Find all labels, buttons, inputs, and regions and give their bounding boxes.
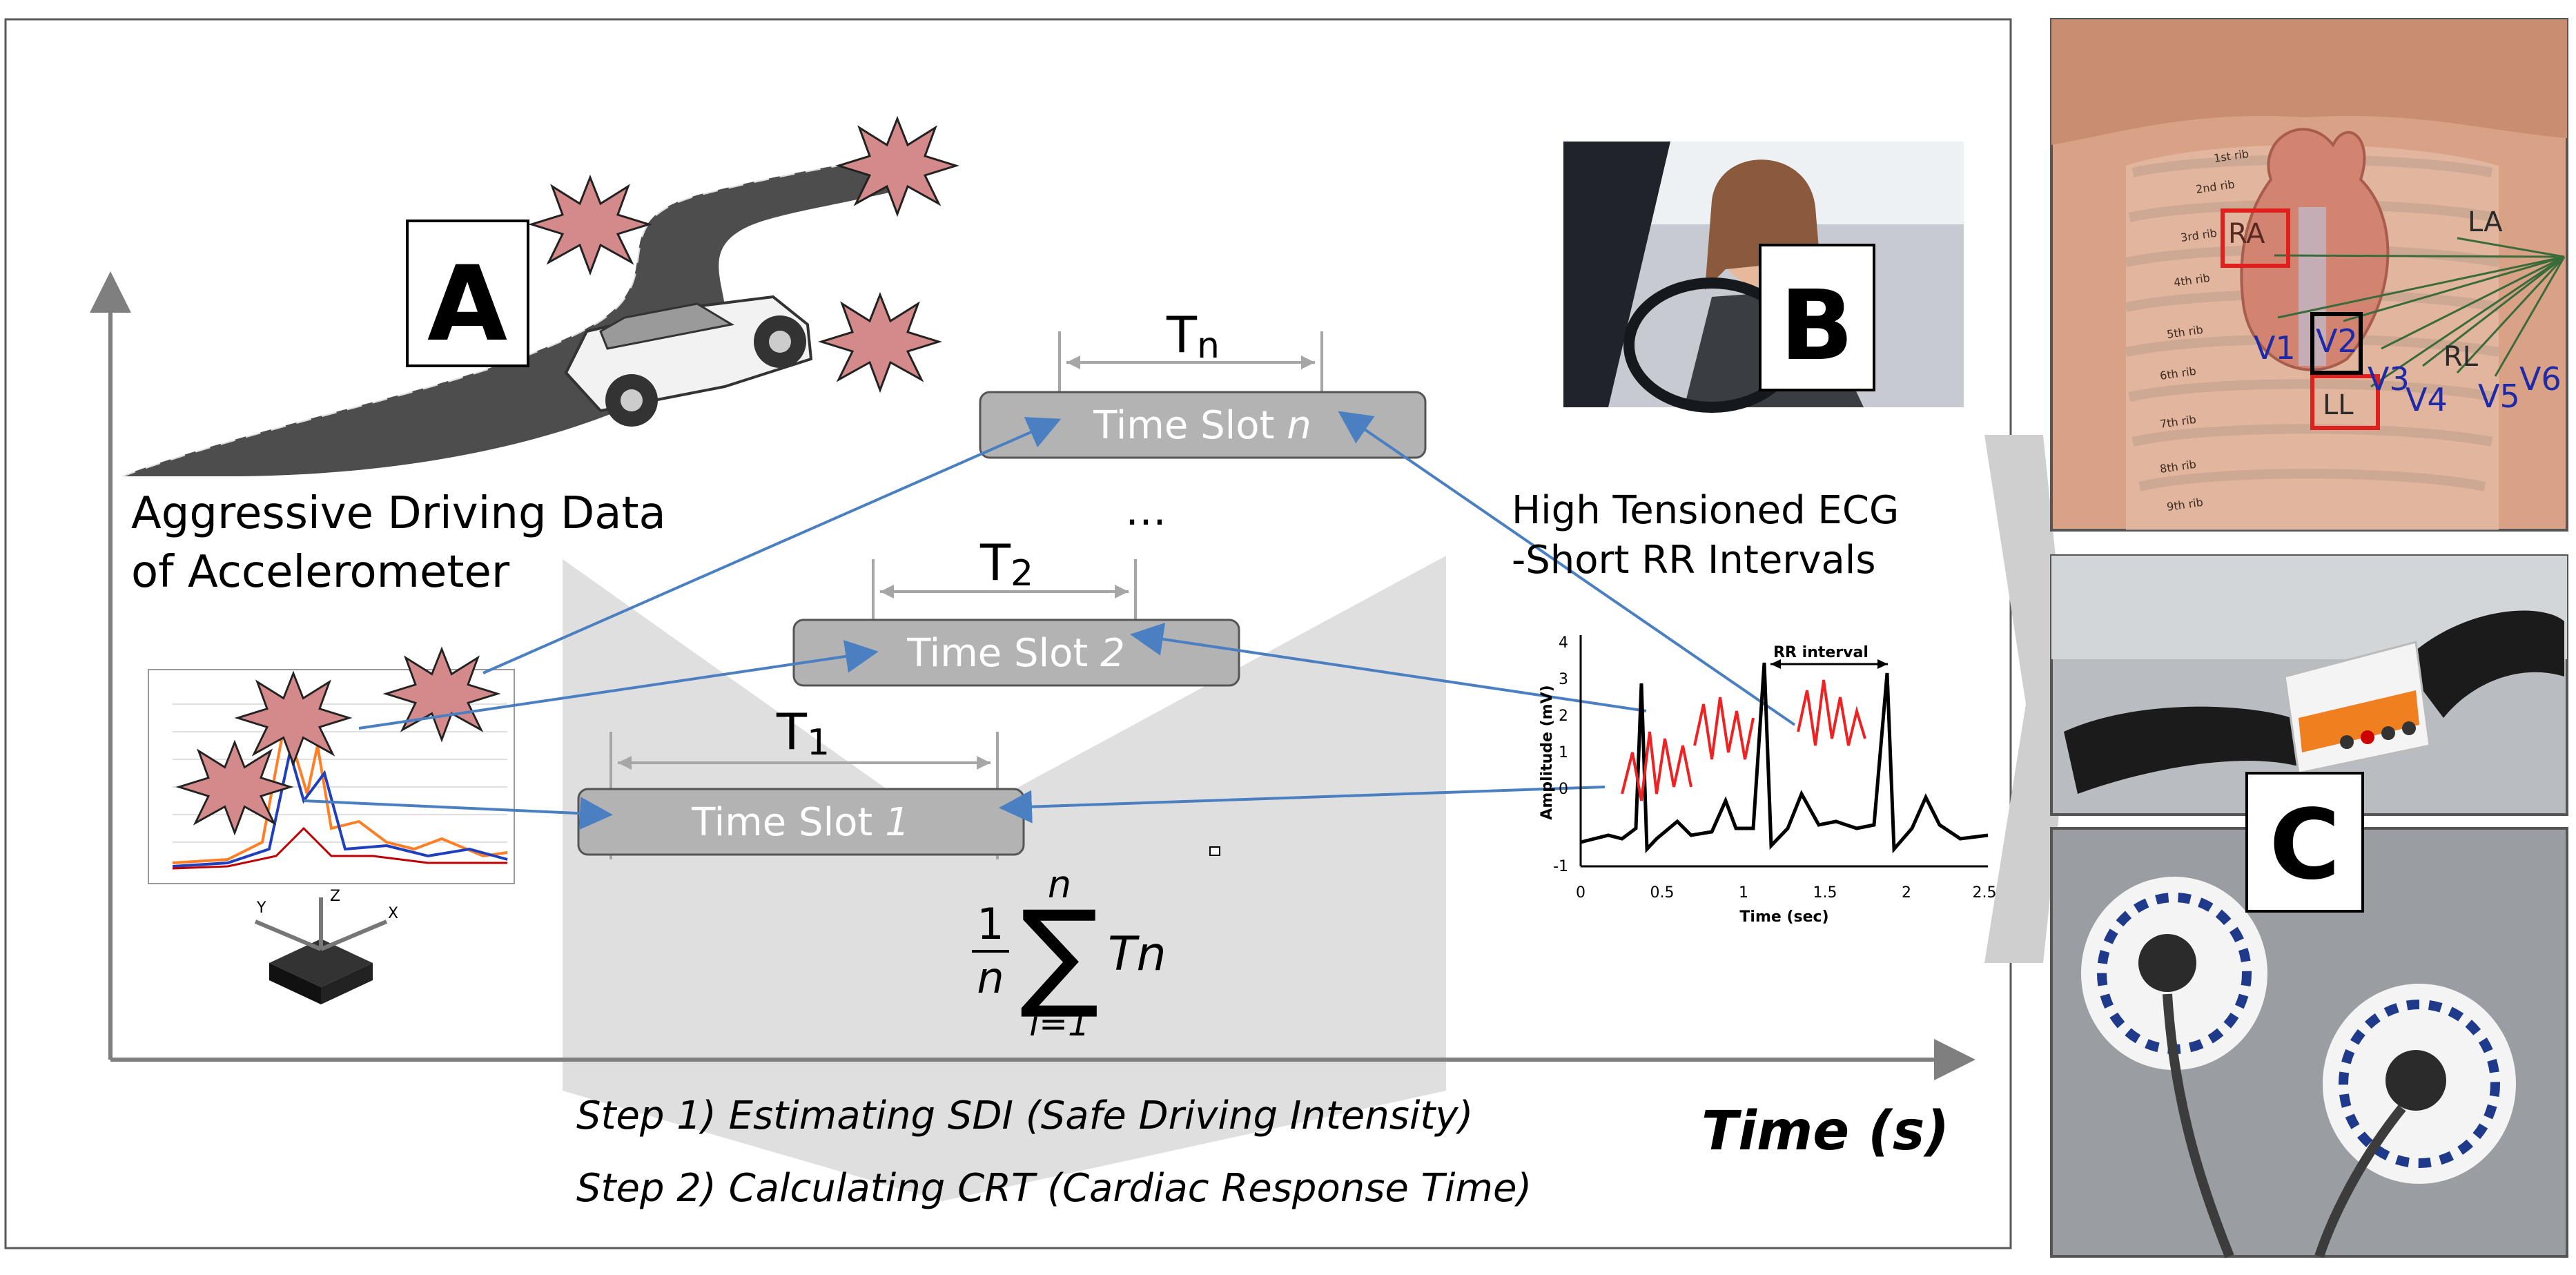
- svg-text:V6: V6: [2519, 360, 2562, 398]
- svg-text:1.5: 1.5: [1813, 884, 1837, 902]
- right-chevron: [1984, 435, 2071, 963]
- panel-c-box: [2245, 772, 2364, 913]
- burst-icon: [382, 646, 501, 743]
- svg-text:0: 0: [1559, 781, 1568, 798]
- ecg-device-photo: [2050, 554, 2568, 816]
- svg-text:RR interval: RR interval: [1773, 644, 1868, 661]
- marker-square: [1209, 846, 1220, 856]
- ll-highlight: [2310, 374, 2380, 430]
- v2-highlight: [2310, 312, 2363, 375]
- svg-text:V3: V3: [2368, 360, 2410, 398]
- burst-icon: [234, 670, 353, 767]
- accelerometer-chip-icon: Y Z X: [254, 888, 398, 1004]
- panel-a-label: A: [427, 244, 507, 364]
- svg-text:LA: LA: [2468, 206, 2503, 238]
- time-slot-n-box: [979, 391, 1427, 459]
- step-2-text: Step 2) Calculating CRT (Cardiac Respons…: [576, 1166, 1532, 1211]
- svg-text:1: 1: [1739, 884, 1748, 902]
- burst-icon: [527, 174, 653, 276]
- time-slot-1-label: Time Slot 1: [691, 800, 910, 845]
- background-chevron: [563, 556, 1446, 1201]
- svg-text:LL: LL: [2323, 389, 2354, 421]
- panel-b-label: B: [1780, 270, 1854, 382]
- svg-text:V5: V5: [2478, 378, 2520, 415]
- svg-text:0.5: 0.5: [1650, 884, 1675, 902]
- svg-text:n: n: [977, 953, 1004, 1003]
- time-slot-2-label: Time Slot 2: [906, 631, 1125, 676]
- formula: 1 n n ∑ i=1 Tn: [972, 863, 1167, 1044]
- ra-highlight: [2221, 208, 2290, 268]
- svg-text:Tn: Tn: [1108, 927, 1167, 982]
- svg-text:V2: V2: [2316, 322, 2358, 360]
- svg-text:Amplitude (mV): Amplitude (mV): [1539, 685, 1556, 819]
- panel-c-label: C: [2270, 789, 2341, 902]
- burst-icon: [175, 739, 294, 836]
- svg-text:1: 1: [977, 899, 1004, 949]
- tick-arrow: [1066, 356, 1080, 369]
- svg-text:4: 4: [1559, 634, 1568, 652]
- tick-arrow: [880, 585, 894, 598]
- time-slot-n-label: Time Slot n: [1093, 403, 1311, 448]
- tick-arrow: [1115, 585, 1129, 598]
- t-label-n: Tn: [1166, 306, 1220, 367]
- time-slot-2-box: [792, 619, 1240, 687]
- svg-text:2: 2: [1559, 708, 1568, 725]
- svg-text:Y: Y: [256, 899, 266, 917]
- t-label-1: T1: [776, 703, 830, 763]
- svg-text:-1: -1: [1553, 858, 1568, 875]
- tick-arrow: [1301, 356, 1315, 369]
- svg-text:RL: RL: [2443, 341, 2479, 373]
- panel-b-box: [1759, 244, 1875, 391]
- time-axis-label: Time (s): [1701, 1100, 1949, 1162]
- car-illustration: [564, 295, 813, 427]
- svg-text:1: 1: [1559, 744, 1568, 761]
- burst-icon: [817, 291, 943, 393]
- svg-text:3: 3: [1559, 671, 1568, 688]
- svg-text:X: X: [388, 905, 398, 922]
- ecg-plot: 4 3 2 1 0 -1 0 0.5 1 1.5 2 2.5 Time (sec…: [1539, 634, 1997, 926]
- svg-text:n: n: [1048, 863, 1071, 906]
- svg-text:Time (sec): Time (sec): [1739, 908, 1828, 926]
- aggressive-title-line1: Aggressive Driving Data: [131, 488, 666, 539]
- burst-icon: [835, 115, 960, 217]
- ecg-title-line1: High Tensioned ECG: [1512, 488, 1899, 533]
- svg-text:V4: V4: [2406, 381, 2448, 418]
- t-label-2: T2: [979, 534, 1033, 594]
- svg-text:∑: ∑: [1020, 886, 1100, 1022]
- svg-text:i=1: i=1: [1029, 1004, 1090, 1044]
- svg-text:2.5: 2.5: [1973, 884, 1997, 902]
- tick-arrow: [977, 756, 991, 770]
- step-1-text: Step 1) Estimating SDI (Safe Driving Int…: [576, 1093, 1473, 1138]
- tick-arrow: [618, 756, 632, 770]
- svg-text:V1: V1: [2254, 329, 2296, 367]
- svg-text:0: 0: [1576, 884, 1585, 902]
- svg-text:2: 2: [1902, 884, 1911, 902]
- chest-lead-diagram: RA LA LL RL V1 V2 V3 V4 V5 V6 1st rib 2n…: [2050, 18, 2568, 532]
- ellipsis: …: [1125, 487, 1167, 535]
- ecg-title-line2: -Short RR Intervals: [1512, 538, 1876, 583]
- svg-text:RA: RA: [2228, 218, 2265, 250]
- svg-text:Z: Z: [330, 888, 340, 905]
- aggressive-title-line2: of Accelerometer: [131, 547, 510, 598]
- panel-a-box: [406, 220, 529, 367]
- flow-arrows: [303, 411, 1796, 830]
